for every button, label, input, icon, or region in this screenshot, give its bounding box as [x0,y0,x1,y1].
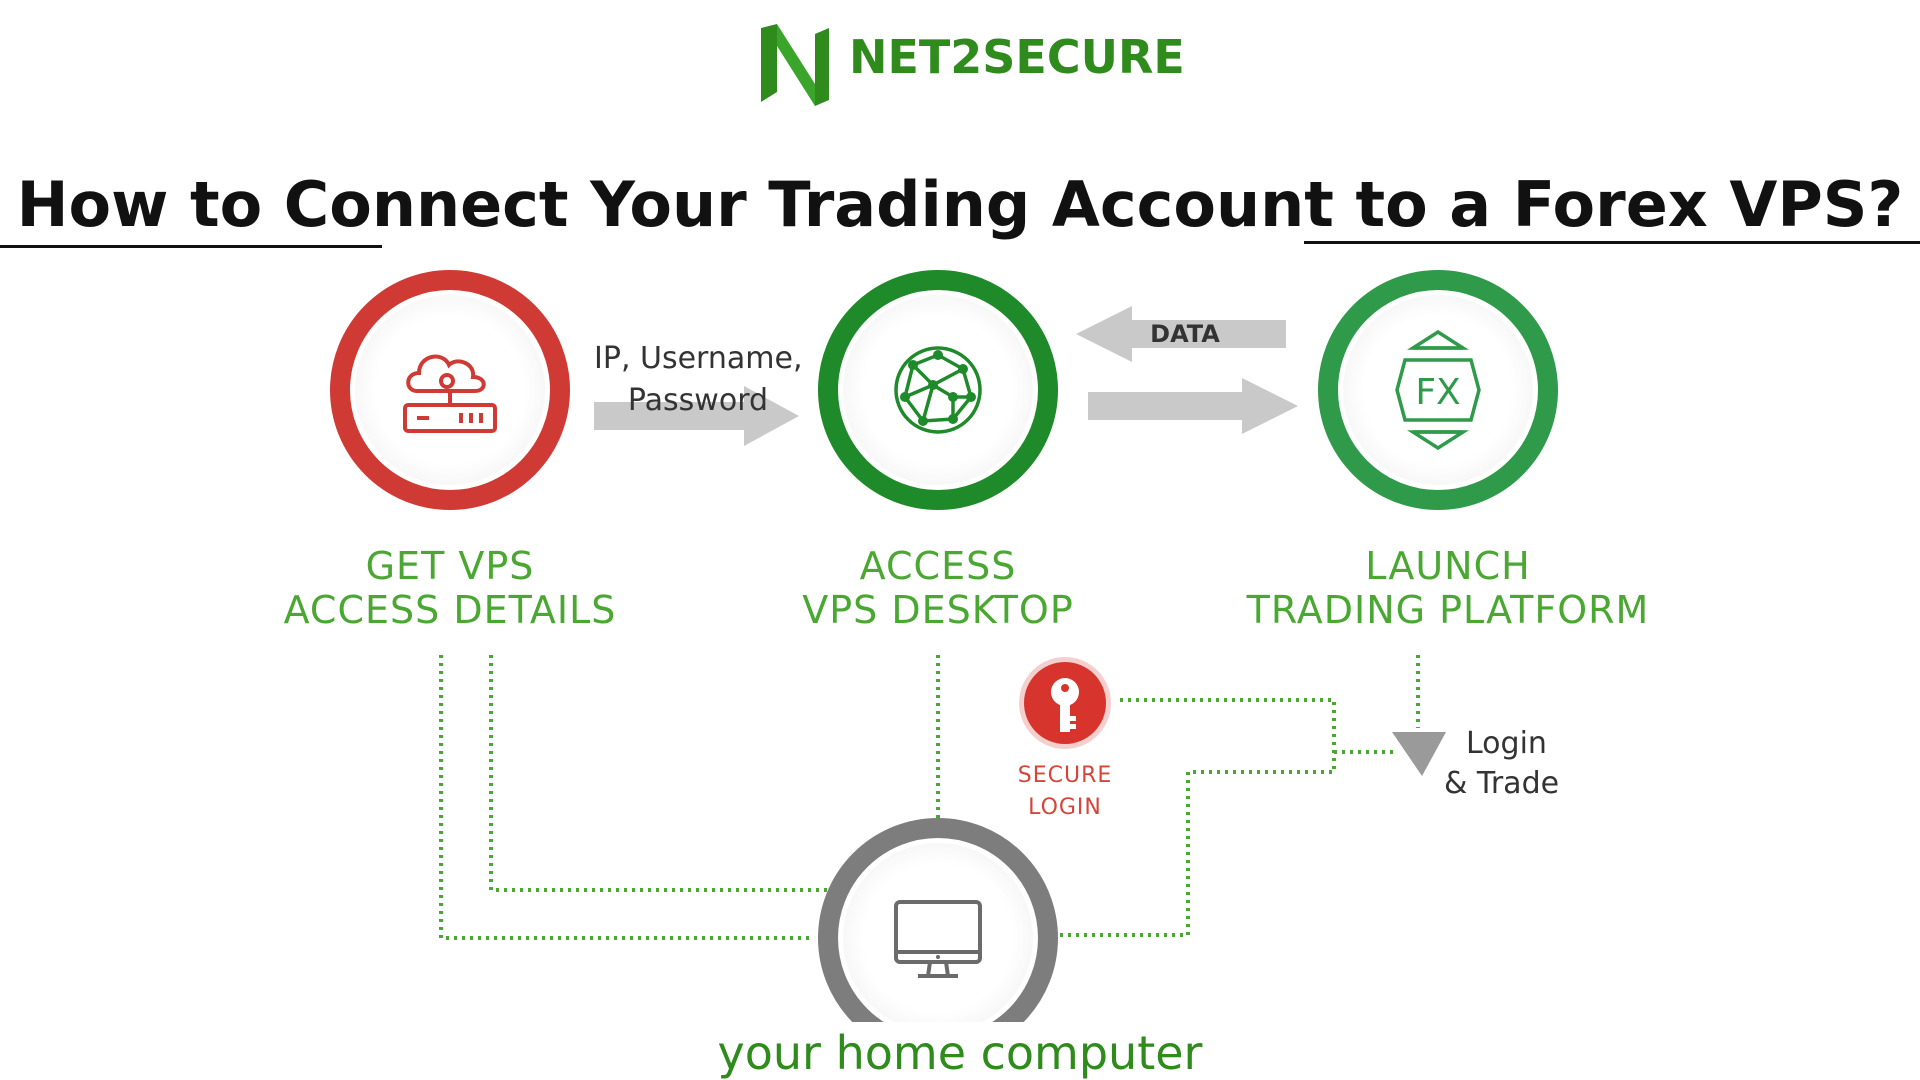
data-arrow-left [1076,306,1286,362]
globe-network-icon [894,346,982,434]
step-launch-platform-circle: FX [1318,270,1558,510]
login-arrow-icon [1392,732,1446,776]
home-computer-mask [800,1022,1080,1080]
title-rule-right [1304,241,1920,244]
title-rule-left [0,245,382,248]
brand-logo: NET2SECURE [757,22,1185,108]
step-get-vps-circle [330,270,570,510]
n-logo-icon [761,24,829,106]
page-title: How to Connect Your Trading Account to a… [16,168,1904,241]
fx-icon-text: FX [1415,372,1460,413]
brand-name: NET2SECURE [849,30,1185,84]
cloud-server-icon [403,354,497,433]
data-label: DATA [1150,320,1220,348]
data-arrow-right [1088,378,1298,434]
step-launch-platform-label: LAUNCH TRADING PLATFORM [1246,544,1650,632]
step-access-desktop-label: ACCESS VPS DESKTOP [802,544,1074,632]
credentials-label: IP, Username, Password [594,341,803,418]
secure-login-label: SECURE LOGIN [1017,763,1113,820]
home-computer-label: your home computer [717,1026,1203,1080]
step-access-desktop-circle [818,270,1058,510]
monitor-icon [894,900,982,978]
credentials-arrow [594,386,799,446]
fx-icon: FX [1395,330,1481,450]
login-trade-label: Login & Trade [1444,726,1560,801]
step-get-vps-label: GET VPS ACCESS DETAILS [283,544,617,632]
key-icon [1024,662,1106,744]
